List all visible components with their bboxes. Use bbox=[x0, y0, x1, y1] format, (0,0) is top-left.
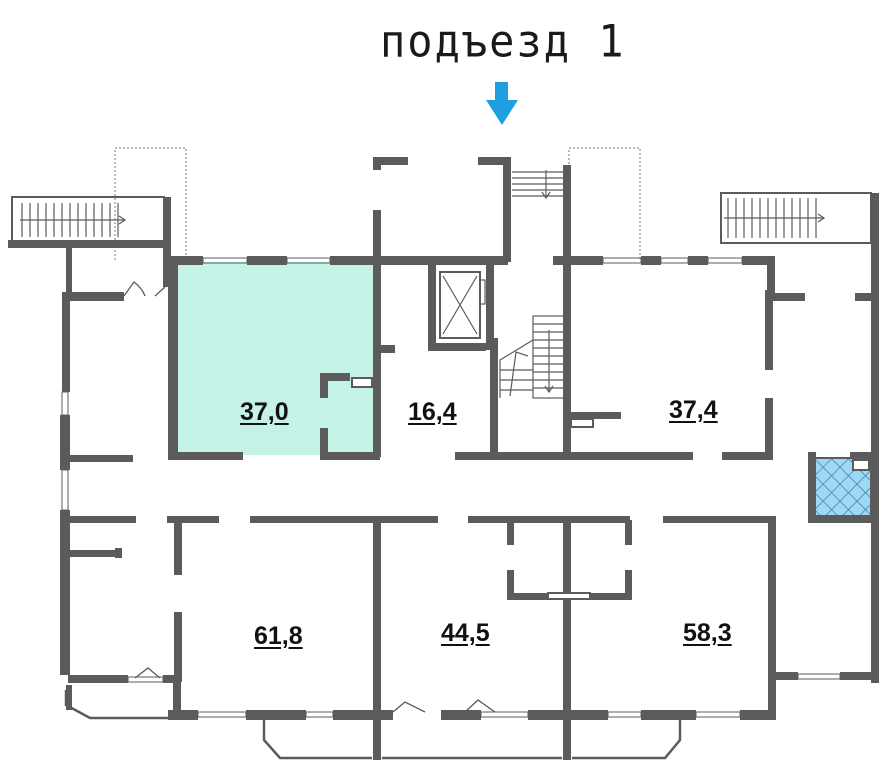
room-area-58-3[interactable]: 58,3 bbox=[683, 619, 732, 647]
room-area-61-8[interactable]: 61,8 bbox=[254, 622, 303, 650]
elevator-icon bbox=[439, 271, 486, 339]
doors bbox=[123, 281, 496, 713]
room-area-37-0[interactable]: 37,0 bbox=[240, 398, 289, 426]
room-area-44-5[interactable]: 44,5 bbox=[441, 619, 490, 647]
internal-staircase bbox=[499, 315, 567, 399]
room-area-37-4[interactable]: 37,4 bbox=[669, 396, 718, 424]
room-highlight-fill[interactable] bbox=[178, 262, 373, 455]
entrance-label: подъезд 1 bbox=[380, 15, 626, 68]
stairs-right bbox=[720, 192, 872, 244]
windows bbox=[61, 257, 841, 718]
walls bbox=[8, 157, 879, 760]
closets bbox=[351, 377, 870, 600]
entrance-arrow-icon bbox=[486, 82, 518, 125]
room-area-16-4[interactable]: 16,4 bbox=[408, 398, 457, 426]
bay-windows bbox=[64, 690, 682, 760]
entrance-stairs bbox=[512, 170, 567, 200]
stairs-left bbox=[11, 196, 165, 243]
